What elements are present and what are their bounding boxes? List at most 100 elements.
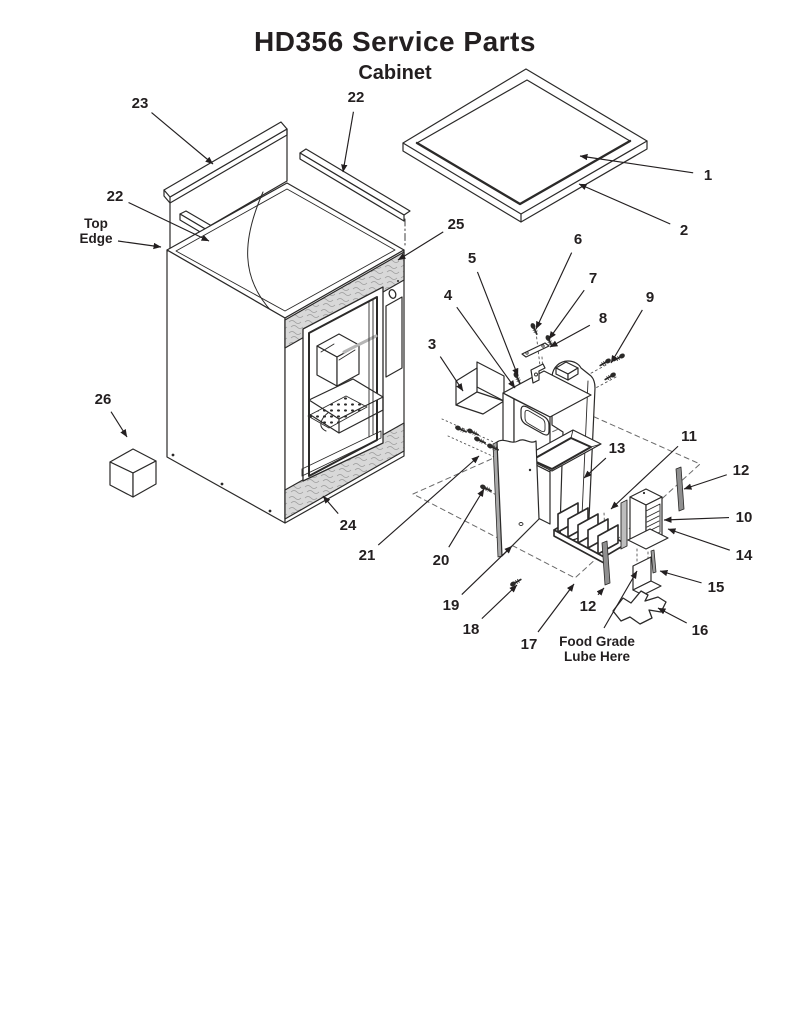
leader-line xyxy=(439,356,464,392)
callout-19-19: 19 xyxy=(443,545,513,614)
callout-25-26: 25 xyxy=(397,216,464,261)
callout-26-27: 26 xyxy=(95,391,128,438)
callout-17-17: 17 xyxy=(521,583,575,653)
callout-2-1: 2 xyxy=(578,183,688,239)
callout-label: 21 xyxy=(359,547,376,564)
callout-label: 1 xyxy=(704,167,712,184)
callout-label: 8 xyxy=(599,310,607,327)
callout-label: 9 xyxy=(646,289,654,306)
callout-16-16: 16 xyxy=(657,607,709,639)
hinge-pin-plate xyxy=(521,342,550,358)
page-subtitle: Cabinet xyxy=(358,62,432,84)
side-access-panel xyxy=(385,296,403,378)
callout-label: 2 xyxy=(680,222,688,239)
leader-line xyxy=(657,607,687,624)
callout-label: 11 xyxy=(681,428,697,445)
wire-form-clip xyxy=(612,590,667,625)
leader-line xyxy=(461,545,513,595)
support-arm xyxy=(342,334,378,354)
box-bottom-lip xyxy=(627,528,669,550)
leader-line xyxy=(548,289,585,340)
callout-label: 19 xyxy=(443,597,460,614)
leader-line xyxy=(448,488,485,548)
callout-label: 12 xyxy=(580,598,597,615)
leader-line xyxy=(481,584,518,620)
foam-block xyxy=(109,448,157,498)
callout-18-18: 18 xyxy=(463,584,518,638)
leader-line xyxy=(549,324,591,348)
callout-label: 22 xyxy=(348,89,365,106)
callout-label: 10 xyxy=(736,509,753,526)
callout-12-11: 12 xyxy=(683,462,749,490)
callout-label: 18 xyxy=(463,621,480,638)
callout-10-9: 10 xyxy=(663,509,753,526)
callout-14-14: 14 xyxy=(667,528,753,564)
leader-line xyxy=(610,445,679,510)
leader-line xyxy=(377,455,480,546)
page-title: HD356 Service Parts xyxy=(254,26,536,57)
callout-label: 23 xyxy=(132,95,149,112)
leader-line xyxy=(322,495,339,515)
top-lid-panel xyxy=(402,68,648,223)
callout-label: 3 xyxy=(428,336,436,353)
door-front-panel xyxy=(492,439,540,558)
callout-label: 14 xyxy=(736,547,753,564)
callout-8-7: 8 xyxy=(549,310,607,348)
leader-line xyxy=(535,252,573,330)
leader-line xyxy=(683,474,727,490)
leader-line xyxy=(583,457,607,479)
bottom-angle-bracket xyxy=(632,556,662,596)
leader-line xyxy=(603,570,638,629)
callout-label: 16 xyxy=(692,622,709,639)
callout-6-5: 6 xyxy=(535,231,582,330)
callout-label: 17 xyxy=(521,636,538,653)
note-top-edge-line: Edge xyxy=(79,231,112,246)
evaporator-box xyxy=(316,333,360,387)
callout-label: 5 xyxy=(468,250,476,267)
top-trim-rail-right xyxy=(299,148,411,249)
callout-label: 22 xyxy=(107,188,124,205)
leader-line xyxy=(476,271,519,377)
leader-line xyxy=(578,183,671,225)
leader-line xyxy=(659,569,702,584)
callout-21-21: 21 xyxy=(359,455,480,564)
leader-line xyxy=(128,201,210,242)
callout-label: 20 xyxy=(433,552,450,569)
leader-line xyxy=(151,112,214,165)
callout-label: 15 xyxy=(708,579,725,596)
leader-line xyxy=(456,306,516,389)
note-food-grade-lube-line: Food Grade xyxy=(559,634,635,649)
splitter-grid xyxy=(553,502,627,564)
callout-13-13: 13 xyxy=(583,440,626,479)
leader-line xyxy=(397,231,444,261)
leader-line xyxy=(341,111,355,173)
callout-9-8: 9 xyxy=(610,289,654,364)
cabinet-shell xyxy=(166,182,405,524)
leader-line xyxy=(110,411,128,438)
callout-7-6: 7 xyxy=(548,270,597,340)
note-food-grade-lube-line: Lube Here xyxy=(564,649,631,664)
callout-label: 13 xyxy=(609,440,626,457)
grommet-hole xyxy=(388,289,397,299)
callout-20-20: 20 xyxy=(433,488,485,569)
callout-15-15: 15 xyxy=(659,569,725,596)
callout-22-23: 22 xyxy=(107,188,210,242)
callout-3-2: 3 xyxy=(428,336,464,392)
mounting-bracket xyxy=(455,361,505,415)
callout-label: 4 xyxy=(444,287,453,304)
leader-line xyxy=(667,528,730,551)
hinge-pin-rods xyxy=(601,466,685,586)
callout-label: 26 xyxy=(95,391,112,408)
leader-line xyxy=(117,240,162,250)
callout-22-22: 22 xyxy=(341,89,365,173)
note-top-edge-line: Top xyxy=(84,216,108,231)
callout-12-12: 12 xyxy=(580,587,605,615)
leader-line xyxy=(610,309,643,364)
actuator-box xyxy=(620,488,669,550)
callout-11-10: 11 xyxy=(610,428,697,510)
leader-line xyxy=(596,587,605,596)
callout-label: 6 xyxy=(574,231,582,248)
